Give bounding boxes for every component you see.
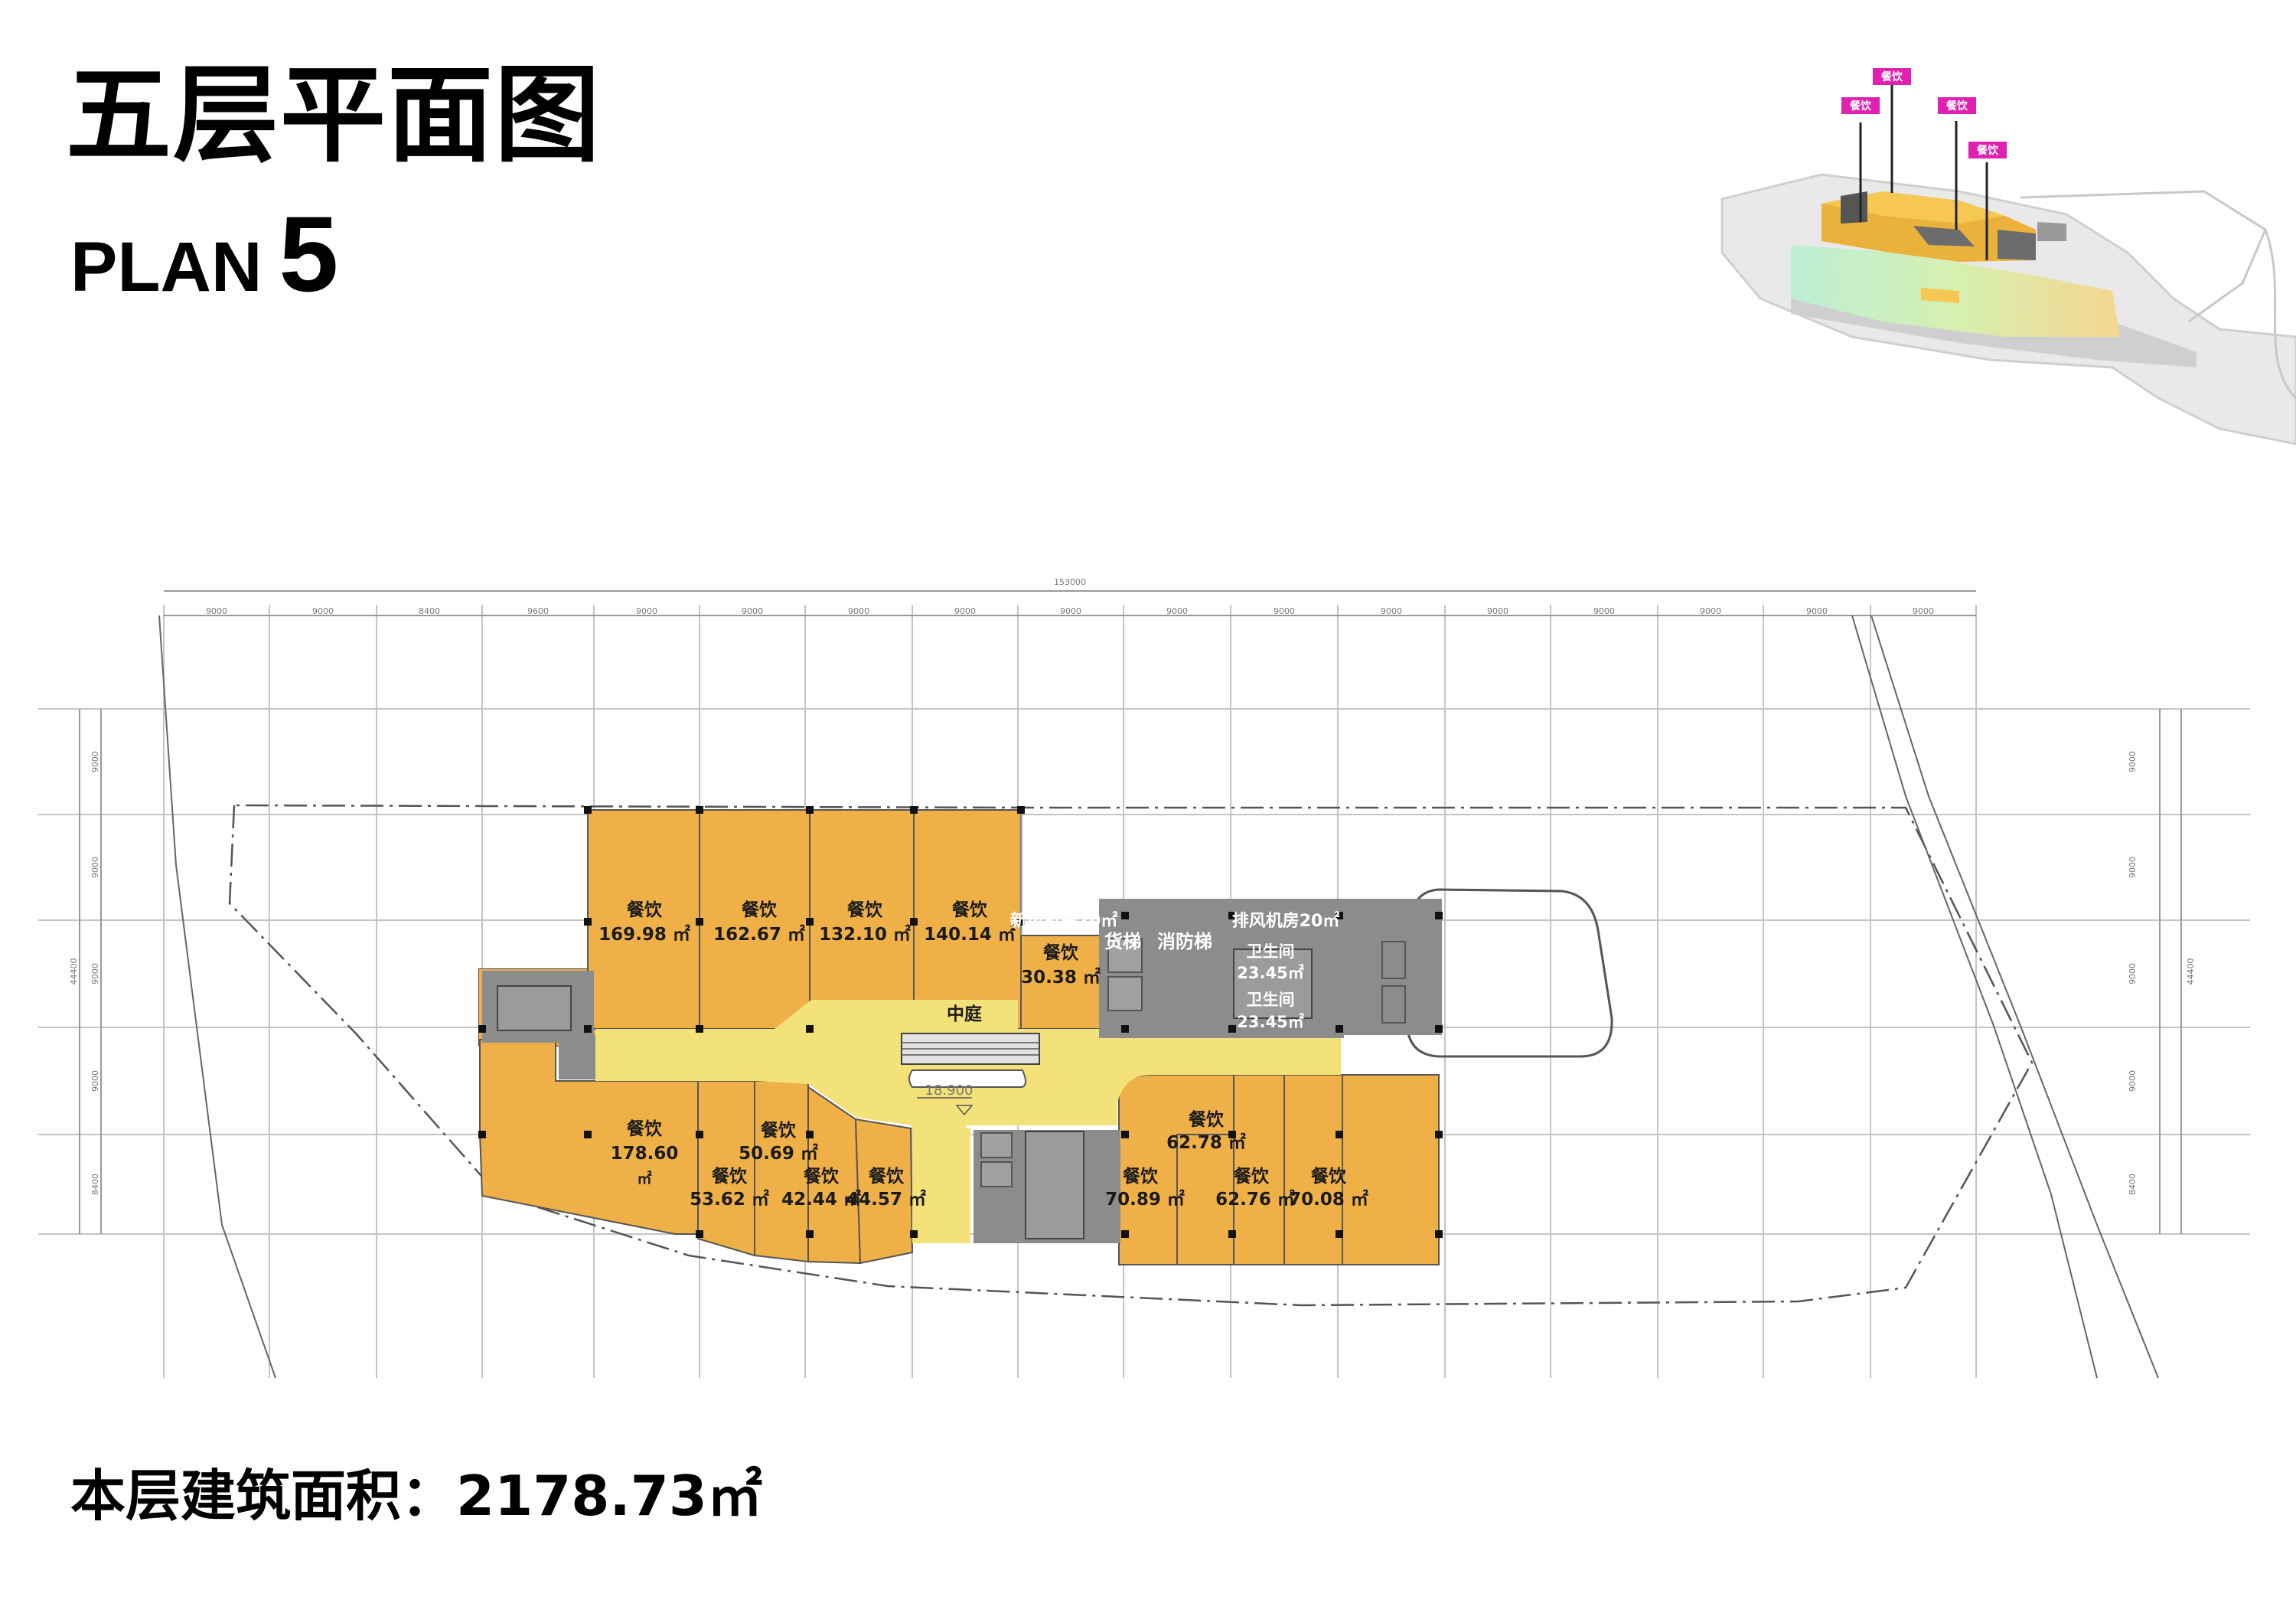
keyplan-tag-3: 餐饮 [1945,100,1968,113]
dimension-lines [79,590,2182,1234]
dim-left-total: 44400 [69,958,79,985]
page-title: 五层平面图 [66,54,602,177]
room-11-name: 餐饮 [1189,1109,1225,1130]
room-5-name: 餐饮 [1043,942,1079,963]
dim-left-4: 9000 [90,1070,100,1092]
roof-outline [228,804,2033,1307]
room-4-name: 餐饮 [952,900,988,920]
room-5-area: 30.38 ㎡ [1021,967,1101,988]
dim-left-1: 9000 [90,751,100,772]
room-9-name: 餐饮 [804,1166,840,1187]
room-12-area: 70.89 ㎡ [1105,1189,1185,1210]
room-labels: 餐饮 169.98 ㎡ 餐饮 162.67 ㎡ 餐饮 132.10 ㎡ 餐饮 1… [598,900,1368,1210]
room-13-area: 62.76 ㎡ [1215,1189,1295,1210]
dim-span-12: 9000 [1381,606,1402,616]
room-14-name: 餐饮 [1311,1166,1347,1187]
dim-span-7: 9000 [848,606,869,616]
exhaust-room-label: 排风机房20㎡ [1232,911,1340,931]
toilet-1-label: 卫生间 [1247,942,1295,961]
room-11-area: 62.78 ㎡ [1166,1132,1246,1153]
dim-span-8: 9000 [954,606,976,616]
dim-right-4: 9000 [2128,1070,2138,1092]
room-14-area: 70.08 ㎡ [1289,1189,1368,1210]
room-7-name: 餐饮 [761,1120,797,1141]
dim-left-5: 8400 [90,1174,100,1195]
dim-span-13: 9000 [1487,606,1508,616]
dim-span-10: 9000 [1166,606,1188,616]
floor-plan [478,806,1443,1265]
dim-right-total: 44400 [2186,958,2196,985]
room-7-area: 50.69 ㎡ [739,1143,818,1164]
room-2-name: 餐饮 [742,900,778,920]
plan-number: 5 [279,194,339,314]
toilet-1-area: 23.45㎡ [1237,964,1303,982]
dim-span-3: 8400 [419,606,440,616]
room-6-unit: ㎡ [637,1170,651,1187]
dim-span-5: 9000 [636,606,657,616]
key-plan: 餐饮 餐饮 餐饮 餐饮 [1720,68,2296,446]
room-10-name: 餐饮 [869,1166,905,1187]
fresh-air-room-label: 新风机房20㎡ [1010,911,1118,931]
dim-span-9: 9000 [1060,606,1081,616]
dim-right-1: 9000 [2128,751,2138,772]
dim-left-2: 9000 [90,857,100,878]
toilet-2-label: 卫生间 [1247,991,1295,1009]
room-3-name: 餐饮 [847,900,883,920]
room-6-name: 餐饮 [627,1118,663,1139]
room-3-area: 132.10 ㎡ [819,924,911,945]
keyplan-tag-2: 餐饮 [1849,100,1872,113]
dim-right-5: 8400 [2128,1174,2138,1195]
room-1-name: 餐饮 [627,900,663,920]
room-8-area: 53.62 ㎡ [690,1189,769,1210]
dim-span-6: 9000 [742,606,763,616]
dim-span-11: 9000 [1274,606,1295,616]
room-6-area: 178.60 [611,1144,679,1164]
room-4-area: 140.14 ㎡ [924,924,1016,945]
floor-area-summary: 本层建筑面积：2178.73㎡ [70,1464,762,1528]
dim-span-17: 9000 [1913,606,1934,616]
atrium-label: 中庭 [947,1004,982,1024]
dim-left-3: 9000 [90,963,100,984]
room-12-name: 餐饮 [1123,1166,1159,1187]
keyplan-tag-1: 餐饮 [1880,70,1903,83]
fire-elevator-label: 消防梯 [1157,931,1212,952]
site-outline [158,615,2159,1379]
room-10-area: 44.57 ㎡ [846,1189,926,1210]
room-13-name: 餐饮 [1234,1166,1270,1187]
keyplan-tag-4: 餐饮 [1976,144,1999,157]
dim-span-1: 9000 [206,606,227,616]
room-9-area: 42.44 ㎡ [781,1189,861,1210]
dim-span-4: 9600 [527,606,549,616]
plan-word: PLAN [70,228,263,306]
dim-right-3: 9000 [2128,963,2138,984]
room-8-name: 餐饮 [712,1166,748,1187]
service-labels: 新风机房20㎡ 货梯 消防梯 排风机房20㎡ 卫生间 23.45㎡ 卫生间 23… [1010,911,1340,1031]
dim-right-2: 9000 [2128,857,2138,878]
dim-span-2: 9000 [312,606,334,616]
dimension-labels: 153000 9000 9000 8400 9600 9000 9000 900… [69,577,2196,1195]
toilet-2-area: 23.45㎡ [1237,1013,1303,1031]
dim-total: 153000 [1054,577,1086,587]
elevation-label: 18.900 [925,1082,974,1099]
dim-span-14: 9000 [1593,606,1615,616]
freight-elevator-label: 货梯 [1104,931,1141,952]
room-1-area: 169.98 ㎡ [598,924,690,945]
dim-span-16: 9000 [1806,606,1828,616]
room-2-area: 162.67 ㎡ [713,924,805,945]
dim-span-15: 9000 [1700,606,1721,616]
